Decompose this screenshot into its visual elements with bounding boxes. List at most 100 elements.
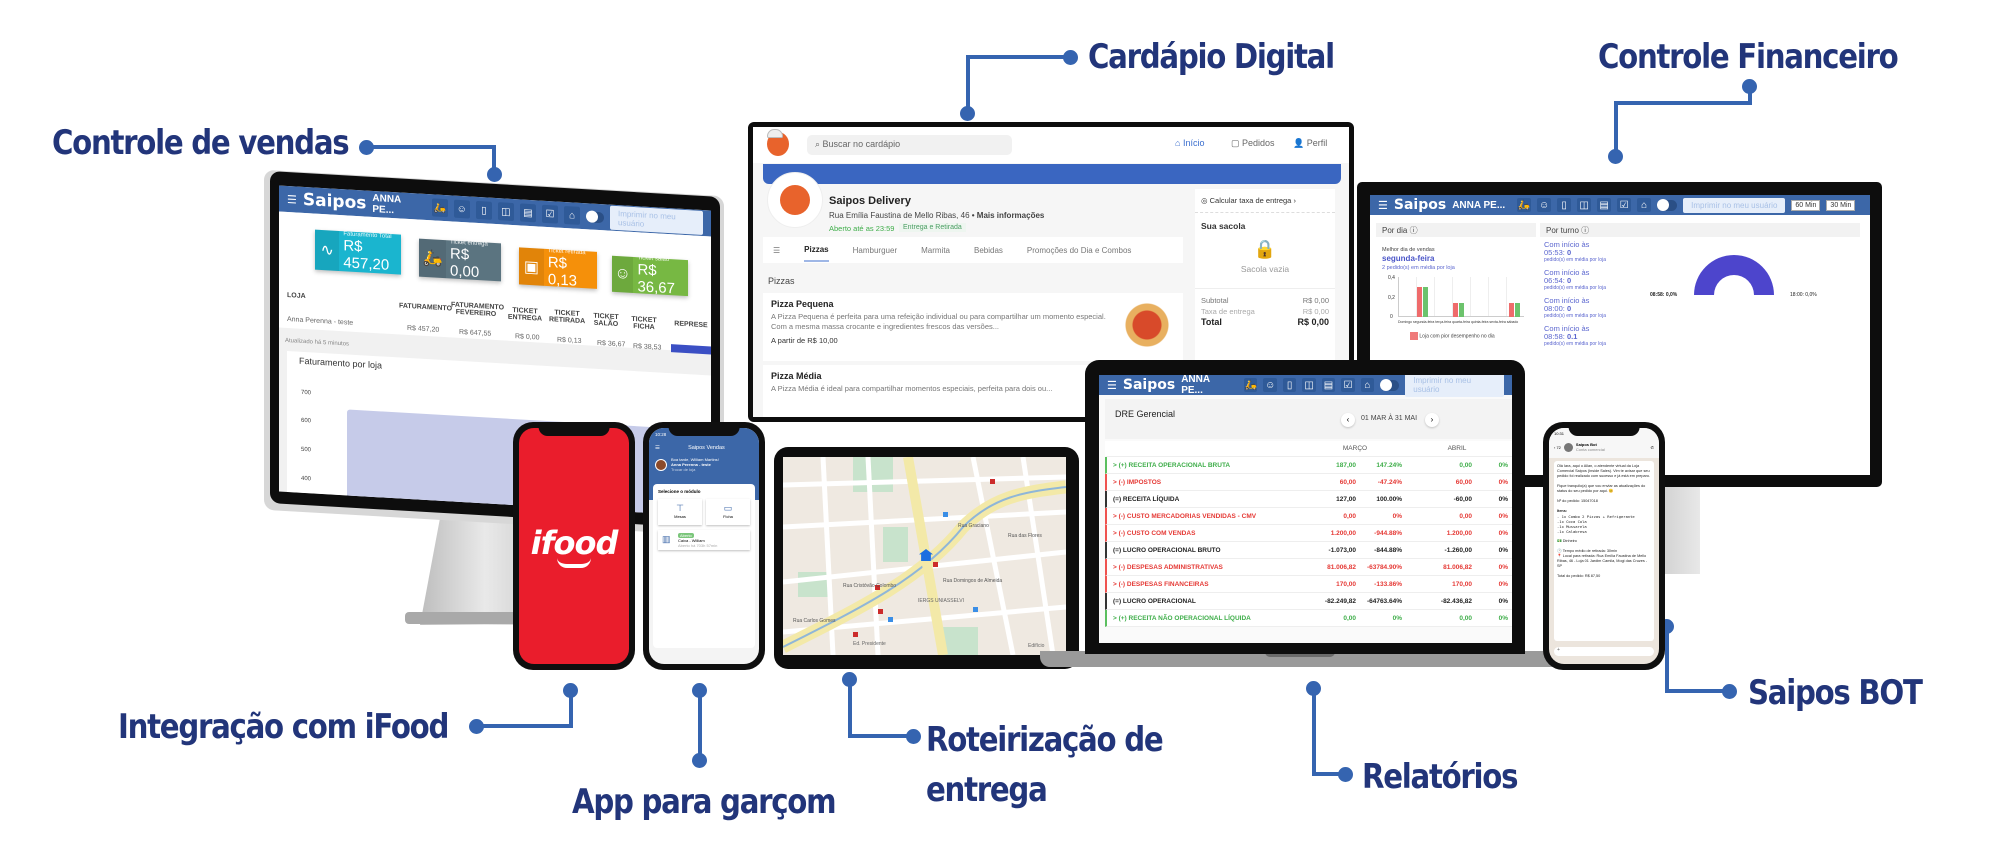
checklist-icon[interactable]: ☑ (541, 204, 559, 224)
module-mesas[interactable]: ⊤Mesas (658, 499, 702, 525)
tab-promocoes[interactable]: Promoções do Dia e Combos (1026, 245, 1132, 255)
dre-row[interactable]: (=) LUCRO OPERACIONAL-82.249,82-64763.64… (1105, 593, 1512, 610)
nav-inicio[interactable]: ⌂ Início (1175, 138, 1205, 148)
col-ticket-entrega[interactable]: TICKET ENTREGA (507, 307, 543, 323)
prev-period-button[interactable]: ‹ (1341, 413, 1355, 427)
connector-line (492, 145, 496, 173)
por-turno-header: Por turno ⓘ (1540, 223, 1860, 237)
dre-row[interactable]: (=) LUCRO OPERACIONAL BRUTO-1.073,00-844… (1105, 542, 1512, 559)
connector-dot (563, 683, 578, 698)
search-icon: ⌕ (815, 139, 823, 149)
routing-tablet: Rua Cristóvão Colombo Rua Domingos de Al… (774, 447, 1079, 669)
search-input[interactable]: ⌕ Buscar no cardápio (807, 135, 1012, 155)
tab-bebidas[interactable]: Bebidas (974, 245, 1003, 255)
ticket-icon[interactable]: ▯ (1282, 378, 1297, 392)
store-name[interactable]: ANNA PE... (1452, 199, 1506, 211)
store-icon[interactable]: ⌂ (1360, 378, 1375, 392)
store-avatar (767, 172, 823, 228)
col-faturamento[interactable]: FATURAMENTO (399, 302, 453, 313)
menu-icon[interactable]: ☰ (287, 193, 297, 207)
next-period-button[interactable]: › (1425, 413, 1439, 427)
store-name[interactable]: ANNA PE... (372, 192, 401, 217)
store-home-marker-icon[interactable] (919, 549, 933, 561)
col-ticket-ficha[interactable]: TICKET FICHA (631, 315, 657, 332)
svg-text:IERGS UNIASSELVI: IERGS UNIASSELVI (918, 598, 964, 604)
tab-pizzas[interactable]: Pizzas (804, 239, 829, 262)
cell-faturamento-fev: R$ 647,55 (459, 328, 492, 338)
board-icon[interactable]: ◫ (497, 202, 514, 222)
cell-faturamento: R$ 457,20 (407, 324, 440, 334)
col-representacao[interactable]: REPRESE (674, 320, 708, 330)
store-name[interactable]: ANNA PE... (1181, 375, 1210, 396)
cell-ticket-ficha: R$ 38,53 (633, 342, 662, 352)
call-icon[interactable]: ✆ (1650, 444, 1654, 450)
back-icon[interactable]: ‹ 72 (1554, 444, 1561, 450)
col-ticket-retirada[interactable]: TICKET RETIRADA (549, 309, 586, 326)
saipos-logo: Saipos (1122, 377, 1176, 393)
pickup-icon: ▣ (519, 247, 544, 286)
retirada-select[interactable]: 30 Min (1826, 199, 1856, 211)
nav-perfil[interactable]: 👤 Perfil (1293, 138, 1328, 148)
delivery-map[interactable]: Rua Cristóvão Colombo Rua Domingos de Al… (783, 457, 1066, 655)
board-icon[interactable]: ◫ (1577, 198, 1592, 212)
module-ficha[interactable]: ▭Ficha (706, 499, 750, 525)
tab-marmita[interactable]: Marmita (921, 245, 950, 255)
delivery-icon[interactable]: 🛵 (1244, 378, 1258, 392)
delivery-fee-link[interactable]: ◎ Calcular taxa de entrega › (1195, 189, 1335, 213)
col-ticket-salao[interactable]: TICKET SALÃO (593, 312, 619, 329)
store-icon[interactable]: ⌂ (564, 205, 581, 225)
board-icon[interactable]: ◫ (1302, 378, 1316, 392)
message-input[interactable]: + (1554, 647, 1654, 656)
delivery-icon[interactable]: 🛵 (431, 198, 448, 218)
entrega-select[interactable]: 60 Min (1791, 199, 1821, 211)
connector-dot (1063, 50, 1078, 65)
service-type-badge: Entrega e Retirada (899, 223, 966, 232)
connector-dot (1338, 767, 1353, 782)
cashier-icon[interactable]: ▤ (519, 203, 536, 223)
ifood-logo[interactable]: ifood (530, 524, 619, 562)
col-faturamento-fevereiro[interactable]: FATURAMENTO FEVEREIRO (451, 301, 505, 319)
open-toggle[interactable] (1380, 378, 1400, 391)
cashier-card[interactable]: ▥ Aberto Caixa - William Aberto há 703h … (658, 530, 750, 550)
cashier-icon[interactable]: ▤ (1597, 198, 1612, 212)
label-saipos-bot: Saipos BOT (1748, 673, 1923, 713)
col-loja[interactable]: LOJA (287, 292, 306, 301)
more-info-link[interactable]: • Mais informações (971, 211, 1045, 220)
print-button[interactable]: Imprimir no meu usuário (1683, 197, 1786, 213)
checklist-icon[interactable]: ☑ (1341, 378, 1355, 392)
cashier-icon[interactable]: ▤ (1321, 378, 1336, 392)
categories-menu-icon[interactable]: ☰ (773, 245, 781, 255)
ticket-icon[interactable]: ▯ (475, 200, 492, 220)
nav-pedidos[interactable]: ▢ Pedidos (1231, 138, 1275, 148)
shift-gauge (1694, 255, 1774, 295)
open-toggle[interactable] (1657, 198, 1678, 211)
connector-line (1614, 101, 1752, 105)
menu-icon[interactable]: ☰ (1378, 199, 1388, 212)
waiter-icon[interactable]: ☺ (1263, 378, 1277, 392)
section-title: Pizzas (768, 276, 795, 286)
delivery-icon[interactable]: 🛵 (1517, 198, 1532, 212)
menu-icon[interactable]: ☰ (1107, 379, 1117, 392)
connector-line (1665, 625, 1669, 693)
menu-icon[interactable]: ☰ (655, 445, 660, 451)
label-cardapio-digital: Cardápio Digital (1088, 37, 1335, 77)
waiter-icon[interactable]: ☺ (453, 199, 470, 219)
checklist-icon[interactable]: ☑ (1617, 198, 1632, 212)
open-toggle[interactable] (586, 210, 604, 223)
label-relatorios: Relatórios (1362, 757, 1518, 797)
cell-ticket-entrega: R$ 0,00 (515, 333, 540, 342)
ticket-icon[interactable]: ▯ (1557, 198, 1572, 212)
store-icon[interactable]: ⌂ (1637, 198, 1652, 212)
waiter-icon[interactable]: ☺ (1537, 198, 1552, 212)
print-button[interactable]: Imprimir no meu usuário (1405, 375, 1505, 397)
tab-hamburguer[interactable]: Hamburguer (852, 245, 898, 255)
menu-item-pizza-pequena[interactable]: Pizza Pequena A Pizza Pequena é perfeita… (763, 293, 1183, 361)
